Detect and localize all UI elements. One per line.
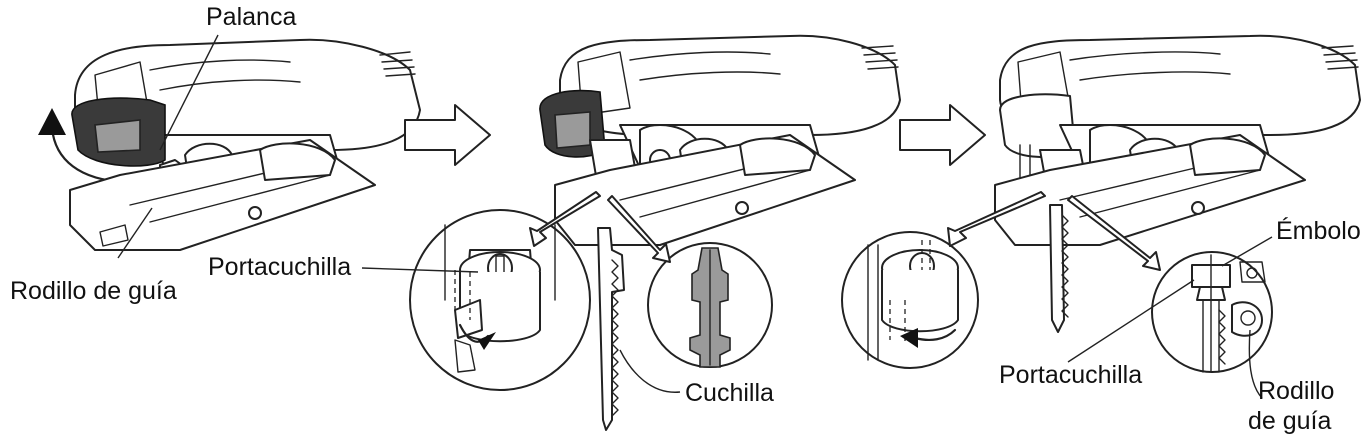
label-embolo: Émbolo (1276, 217, 1361, 245)
step-arrow-2 (899, 104, 986, 166)
leader-rodillo-1 (117, 207, 153, 259)
leader-portacuchilla-2 (1067, 279, 1195, 363)
label-cuchilla: Cuchilla (685, 379, 774, 407)
label-rodillo-de-guia-1: Rodillo de guía (10, 277, 177, 305)
detail-blade-shank-circle (607, 195, 773, 368)
detail-plunger-circle (1067, 195, 1273, 373)
label-portacuchilla-2: Portacuchilla (999, 361, 1143, 389)
label-portacuchilla-1: Portacuchilla (208, 253, 352, 281)
leader-rodillo-2 (1248, 329, 1263, 399)
leader-portacuchilla-1 (361, 267, 479, 273)
step-2-jigsaw (539, 34, 901, 431)
label-rodillo-2-line1: Rodillo (1258, 377, 1335, 405)
detail-blade-holder-circle (409, 191, 601, 391)
step-1-jigsaw (38, 38, 421, 251)
label-rodillo-2-line2: de guía (1248, 407, 1332, 435)
detail-holder-release-circle (841, 191, 1046, 369)
step-arrow-1 (404, 104, 491, 166)
step-3-jigsaw (994, 34, 1361, 333)
leader-cuchilla (619, 349, 681, 393)
leader-palanca (159, 34, 219, 151)
leader-embolo (1221, 236, 1273, 267)
label-palanca: Palanca (206, 3, 297, 31)
